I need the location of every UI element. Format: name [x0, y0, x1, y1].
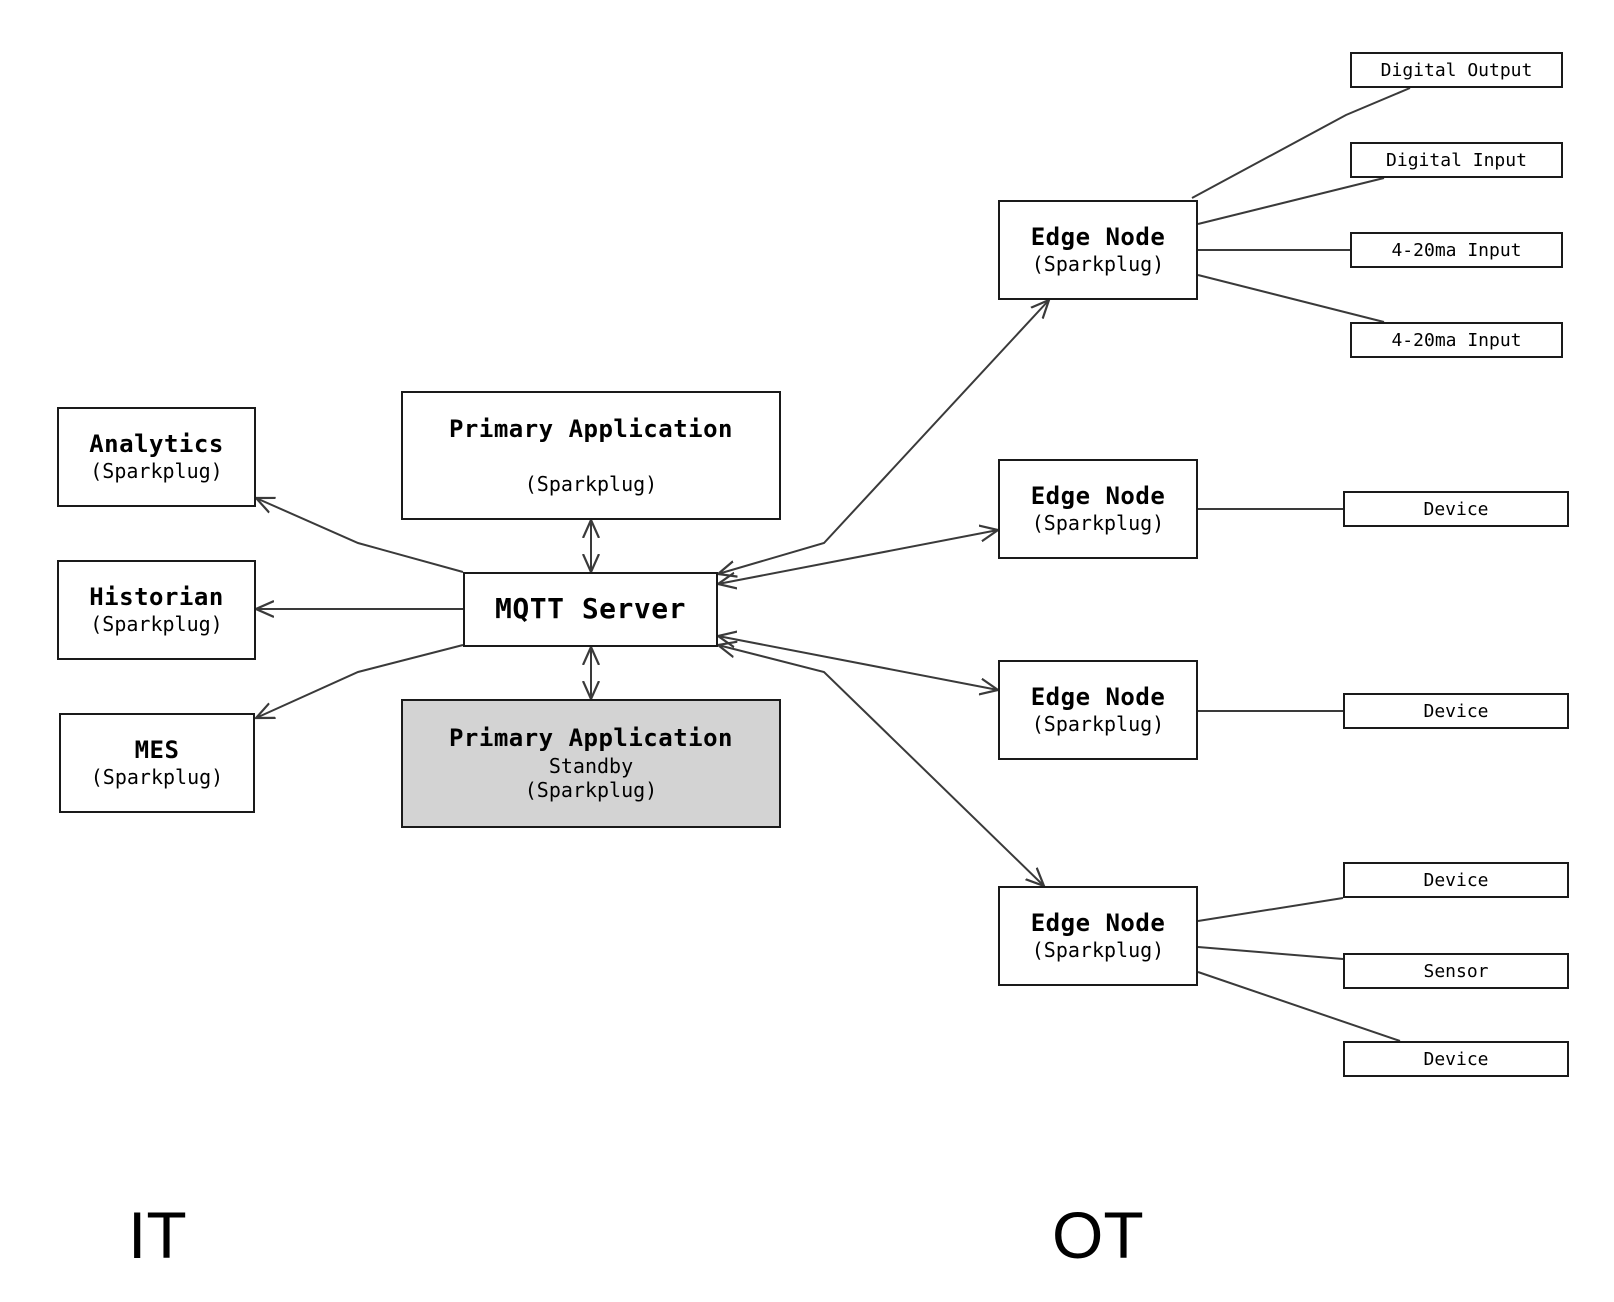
arrow-mqtt-edge-4	[718, 645, 1044, 886]
leaf-edge2-device: Device	[1343, 491, 1569, 527]
edge-node-4-box: Edge Node (Sparkplug)	[998, 886, 1198, 986]
primary-application-subtitle: (Sparkplug)	[524, 471, 658, 496]
mes-title: MES	[134, 736, 180, 765]
mqtt-server-box: MQTT Server	[463, 572, 718, 647]
leaf-digital-input: Digital Input	[1350, 142, 1563, 178]
edge-node-1-title: Edge Node	[1030, 223, 1166, 252]
leaf-edge4-device-1: Device	[1343, 862, 1569, 898]
historian-box: Historian (Sparkplug)	[57, 560, 256, 660]
region-label-ot: OT	[1052, 1198, 1144, 1272]
leaf-edge3-device: Device	[1343, 693, 1569, 729]
primary-standby-subtitle: (Sparkplug)	[524, 778, 658, 803]
region-label-it: IT	[128, 1198, 187, 1272]
line-edge4-sensor	[1197, 946, 1344, 960]
edge-node-3-box: Edge Node (Sparkplug)	[998, 660, 1198, 760]
arrow-mqtt-edge-3	[718, 636, 998, 690]
leaf-analog-input-1: 4-20ma Input	[1350, 232, 1563, 268]
leaf-edge4-sensor: Sensor	[1343, 953, 1569, 989]
edge-node-4-title: Edge Node	[1030, 909, 1166, 938]
mes-subtitle: (Sparkplug)	[90, 765, 224, 790]
primary-standby-title: Primary Application	[448, 724, 734, 753]
arrow-mqtt-to-mes	[256, 644, 464, 718]
leaf-analog-input-2: 4-20ma Input	[1350, 322, 1563, 358]
edge-node-3-subtitle: (Sparkplug)	[1031, 712, 1165, 737]
analytics-box: Analytics (Sparkplug)	[57, 407, 256, 507]
primary-application-box: Primary Application (Sparkplug)	[401, 391, 781, 520]
edge-node-2-title: Edge Node	[1030, 482, 1166, 511]
edge-node-1-subtitle: (Sparkplug)	[1031, 252, 1165, 277]
leaf-edge4-device-2: Device	[1343, 1041, 1569, 1077]
primary-application-title: Primary Application	[448, 414, 734, 443]
leaf-digital-output: Digital Output	[1350, 52, 1563, 88]
line-edge4-device-1	[1197, 897, 1344, 922]
line-edge1-analog-input-2	[1197, 274, 1385, 323]
analytics-title: Analytics	[89, 430, 224, 459]
primary-standby-status: Standby	[548, 753, 634, 778]
historian-subtitle: (Sparkplug)	[90, 612, 223, 637]
analytics-subtitle: (Sparkplug)	[90, 459, 223, 484]
line-edge4-device-2	[1197, 971, 1401, 1042]
mes-box: MES (Sparkplug)	[59, 713, 255, 813]
edge-node-2-box: Edge Node (Sparkplug)	[998, 459, 1198, 559]
mqtt-server-title: MQTT Server	[495, 592, 686, 626]
primary-application-standby-box: Primary Application Standby (Sparkplug)	[401, 699, 781, 828]
arrow-mqtt-to-analytics	[256, 498, 464, 573]
historian-title: Historian	[89, 583, 224, 612]
edge-node-3-title: Edge Node	[1030, 683, 1166, 712]
line-edge1-digital-input	[1197, 177, 1385, 225]
edge-node-1-box: Edge Node (Sparkplug)	[998, 200, 1198, 300]
edge-node-2-subtitle: (Sparkplug)	[1031, 511, 1165, 536]
line-edge1-digital-output	[1191, 87, 1411, 199]
arrow-mqtt-edge-2	[718, 530, 998, 584]
edge-node-4-subtitle: (Sparkplug)	[1031, 938, 1165, 963]
